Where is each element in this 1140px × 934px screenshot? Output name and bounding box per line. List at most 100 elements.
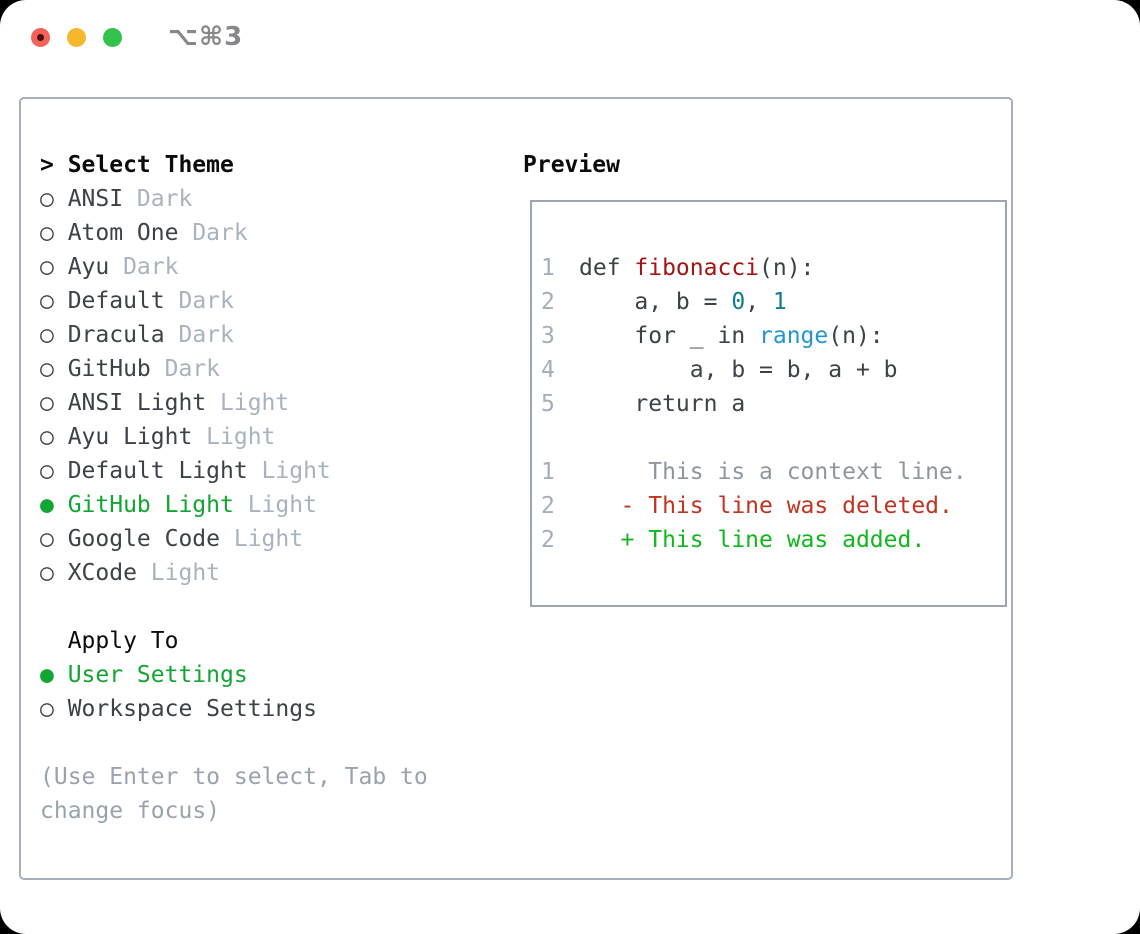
code-content: This is a context line.: [579, 455, 967, 489]
radio-icon: ○: [40, 186, 54, 212]
theme-variant-label: Dark: [178, 288, 234, 314]
radio-icon: ○: [40, 526, 54, 552]
close-button[interactable]: [31, 28, 50, 47]
zoom-button[interactable]: [103, 28, 122, 47]
code-segment: def: [579, 255, 635, 281]
theme-name-label: ANSI Light: [67, 390, 207, 416]
radio-icon: ●: [40, 662, 54, 688]
code-content: a, b = 0, 1: [579, 285, 787, 319]
apply-option-label: Workspace Settings: [67, 696, 317, 722]
theme-variant-label: Light: [233, 526, 304, 552]
theme-name-label: Default Light: [67, 458, 248, 484]
theme-name-label: XCode: [67, 560, 137, 586]
select-theme-heading-label: Select Theme: [67, 152, 234, 178]
apply-option-user-settings[interactable]: ● User Settings: [40, 658, 490, 692]
radio-icon: ○: [40, 424, 54, 450]
radio-icon: ○: [40, 322, 54, 348]
code-segment: - This line was deleted.: [579, 493, 953, 519]
radio-icon: ○: [40, 356, 54, 382]
radio-icon: ○: [40, 696, 54, 722]
code-segment: (n):: [759, 255, 815, 281]
code-segment: range: [759, 323, 829, 349]
apply-to-list: ● User Settings ○ Workspace Settings: [40, 658, 490, 726]
theme-variant-label: Dark: [178, 322, 234, 348]
theme-option-atom-one[interactable]: ○ Atom One Dark: [40, 216, 490, 250]
code-segment: 1: [772, 289, 787, 315]
code-segment: (n):: [828, 323, 884, 349]
theme-option-dracula[interactable]: ○ Dracula Dark: [40, 318, 490, 352]
theme-name-label: Atom One: [67, 220, 179, 246]
code-content: return a: [579, 387, 745, 421]
line-number: 1: [541, 459, 555, 485]
code-line: 1 This is a context line.: [541, 455, 1005, 489]
theme-variant-label: Dark: [192, 220, 248, 246]
code-segment: for _ in: [579, 323, 760, 349]
code-line: 5 return a: [541, 387, 1005, 421]
code-line: 2 + This line was added.: [541, 523, 1005, 557]
line-number: 2: [541, 493, 555, 519]
code-content: + This line was added.: [579, 523, 926, 557]
radio-icon: ○: [40, 288, 54, 314]
code-segment: a, b = b, a + b: [579, 357, 898, 383]
line-number: 2: [541, 527, 555, 553]
theme-variant-label: Light: [150, 560, 221, 586]
window-title-shortcut: ⌥⌘3: [168, 22, 244, 52]
code-content: a, b = b, a + b: [579, 353, 898, 387]
theme-option-ansi[interactable]: ○ ANSI Dark: [40, 182, 490, 216]
theme-name-label: ANSI: [67, 186, 124, 212]
code-segment: + This line was added.: [579, 527, 926, 553]
theme-name-label: Ayu: [67, 254, 110, 280]
theme-variant-label: Dark: [164, 356, 221, 382]
select-theme-heading: > Select Theme: [40, 148, 490, 182]
theme-name-label: Default: [67, 288, 165, 314]
theme-variant-label: Light: [206, 424, 276, 450]
apply-to-heading: Apply To: [67, 628, 179, 654]
theme-name-label: Dracula: [67, 322, 165, 348]
theme-name-label: Google Code: [67, 526, 221, 552]
theme-name-label: GitHub Light: [67, 492, 234, 518]
line-number: 2: [541, 289, 555, 315]
theme-variant-label: Dark: [123, 254, 179, 280]
apply-option-workspace-settings[interactable]: ○ Workspace Settings: [40, 692, 490, 726]
hint-text: (Use Enter to select, Tab to change focu…: [40, 764, 428, 824]
close-dot-icon: [37, 34, 44, 41]
radio-icon: ○: [40, 220, 54, 246]
code-content: - This line was deleted.: [579, 489, 953, 523]
code-segment: 0: [731, 289, 746, 315]
line-number: [541, 421, 567, 455]
theme-option-ansi-light[interactable]: ○ ANSI Light Light: [40, 386, 490, 420]
cursor-prefix-icon: >: [40, 152, 54, 178]
line-number: 1: [541, 255, 555, 281]
radio-icon: ●: [40, 492, 54, 518]
theme-variant-label: Light: [247, 492, 317, 518]
code-segment: ,: [745, 289, 773, 315]
apply-option-label: User Settings: [67, 662, 248, 688]
theme-option-default[interactable]: ○ Default Dark: [40, 284, 490, 318]
code-segment: This is a context line.: [579, 459, 967, 485]
theme-variant-label: Dark: [136, 186, 193, 212]
traffic-lights: [31, 28, 122, 47]
theme-variant-label: Light: [220, 390, 290, 416]
theme-name-label: GitHub: [67, 356, 151, 382]
radio-icon: ○: [40, 458, 54, 484]
code-line: 2 a, b = 0, 1: [541, 285, 1005, 319]
theme-option-google-code[interactable]: ○ Google Code Light: [40, 522, 490, 556]
code-line: [541, 421, 1005, 455]
minimize-button[interactable]: [67, 28, 86, 47]
code-segment: return a: [579, 391, 746, 417]
radio-icon: ○: [40, 390, 54, 416]
theme-option-github[interactable]: ○ GitHub Dark: [40, 352, 490, 386]
theme-option-github-light[interactable]: ● GitHub Light Light: [40, 488, 490, 522]
